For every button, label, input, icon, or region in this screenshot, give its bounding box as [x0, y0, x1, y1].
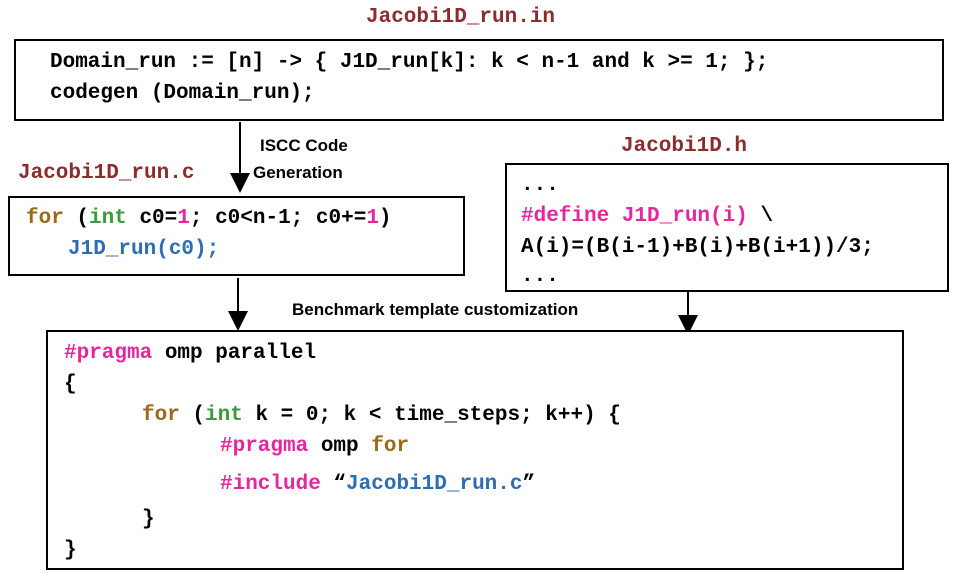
line-continuation: \ — [747, 205, 774, 228]
generated-for-line: for (int c0=1; c0<n-1; c0+=1) — [26, 203, 392, 234]
define-directive: #define — [521, 205, 610, 228]
header-dots-top: ... — [521, 174, 559, 197]
pragma-parallel-text: omp parallel — [152, 342, 317, 365]
iscc-caption-line-2: Generation — [253, 163, 343, 182]
pragma-for-keyword: for — [371, 435, 410, 458]
include-quote-close: ” — [522, 473, 536, 496]
iscc-caption-line-1: ISCC Code — [260, 136, 348, 155]
template-pragma-parallel: #pragma omp parallel — [64, 338, 316, 369]
include-directive: #include — [220, 473, 321, 496]
for-open-paren: ( — [179, 404, 206, 427]
pragma-directive: #pragma — [220, 435, 309, 458]
template-for-line: for (int k = 0; k < time_steps; k++) { — [142, 400, 621, 431]
macro-name: J1D_run(i) — [609, 205, 748, 228]
generated-code-box: for (int c0=1; c0<n-1; c0+=1) J1D_run(c0… — [8, 196, 465, 276]
header-code-box: ... #define J1D_run(i) \ A(i)=(B(i-1)+B(… — [505, 163, 949, 292]
benchmark-caption: Benchmark template customization — [292, 300, 579, 319]
for-keyword: for — [142, 404, 180, 427]
generated-file-title: Jacobi1D_run.c — [18, 162, 195, 185]
template-open-brace: { — [64, 373, 77, 396]
c0-decl: c0= — [126, 207, 178, 230]
header-define-line: #define J1D_run(i) \ — [521, 201, 773, 232]
pragma-omp-text: omp — [308, 435, 372, 458]
int-keyword: int — [205, 404, 243, 427]
literal-one: 1 — [177, 207, 190, 230]
loop-condition: ; c0<n-1; c0+= — [189, 207, 367, 230]
header-dots-bottom: ... — [521, 265, 559, 288]
template-inner-close-brace: } — [142, 508, 155, 531]
template-pragma-for: #pragma omp for — [220, 431, 409, 462]
pragma-directive: #pragma — [64, 342, 153, 365]
for-close-paren: ) — [378, 207, 392, 230]
input-line-1: Domain_run := [n] -> { J1D_run[k]: k < n… — [50, 51, 769, 74]
template-include-line: #include “Jacobi1D_run.c” — [220, 469, 535, 500]
literal-one-increment: 1 — [366, 207, 379, 230]
for-keyword: for — [26, 207, 64, 230]
generated-call-line: J1D_run(c0); — [68, 238, 220, 261]
for-loop-rest: k = 0; k < time_steps; k++) { — [242, 404, 621, 427]
header-macro-body: A(i)=(B(i-1)+B(i)+B(i+1))/3; — [521, 236, 874, 259]
template-outer-close-brace: } — [64, 539, 77, 562]
input-file-title: Jacobi1D_run.in — [366, 6, 556, 29]
include-quote-open: “ — [320, 473, 347, 496]
for-open-paren: ( — [63, 207, 90, 230]
header-file-title: Jacobi1D.h — [621, 135, 748, 158]
template-code-box: #pragma omp parallel { for (int k = 0; k… — [46, 330, 904, 570]
input-code-box: Domain_run := [n] -> { J1D_run[k]: k < n… — [14, 39, 944, 121]
int-keyword: int — [89, 207, 127, 230]
include-filename: Jacobi1D_run.c — [346, 473, 523, 496]
input-line-2: codegen (Domain_run); — [50, 82, 315, 105]
